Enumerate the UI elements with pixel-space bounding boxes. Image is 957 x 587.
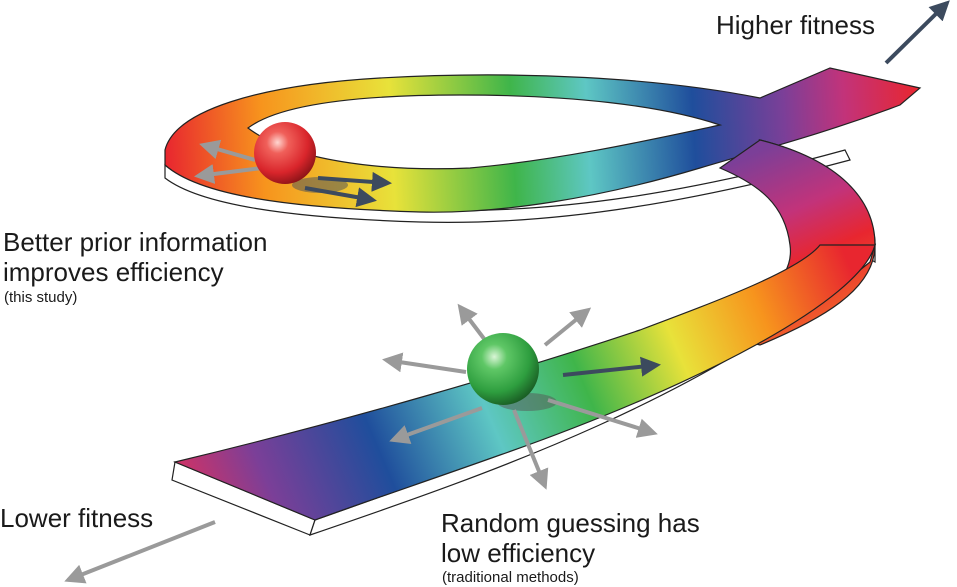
higher-fitness-arrow <box>884 0 950 65</box>
higher-fitness-label: Higher fitness <box>716 10 875 40</box>
prior-info-line2: improves efficiency <box>3 257 224 287</box>
lower-fitness-label: Lower fitness <box>0 503 154 533</box>
arrow-down-left-light <box>389 406 483 444</box>
random-guess-line1: Random guessing has <box>441 508 700 538</box>
arrow-down-right-light <box>547 398 658 438</box>
arrow-left-light-2 <box>194 164 263 184</box>
arrow-left-light <box>199 139 256 162</box>
arrow-right-dark <box>317 171 392 192</box>
arrow-up-left-light <box>457 303 487 342</box>
sphere-icon <box>467 333 539 405</box>
arrow-up-right-light <box>543 307 592 347</box>
prior-info-line1: Better prior information <box>3 227 268 257</box>
upper-loop-ribbon <box>164 67 922 223</box>
red-ball-group <box>194 122 392 208</box>
lower-fitness-arrow <box>64 520 216 584</box>
arrow-right-dark <box>562 356 661 377</box>
arrow-down-light <box>512 409 549 490</box>
arrow-left-light <box>382 352 467 374</box>
sphere-icon <box>254 122 316 184</box>
green-ball-group <box>382 303 661 490</box>
random-guess-note: (traditional methods) <box>442 569 579 586</box>
random-guess-line2: low efficiency <box>441 538 596 568</box>
prior-info-note: (this study) <box>4 289 78 306</box>
arrow-right-dark-2 <box>304 186 377 208</box>
